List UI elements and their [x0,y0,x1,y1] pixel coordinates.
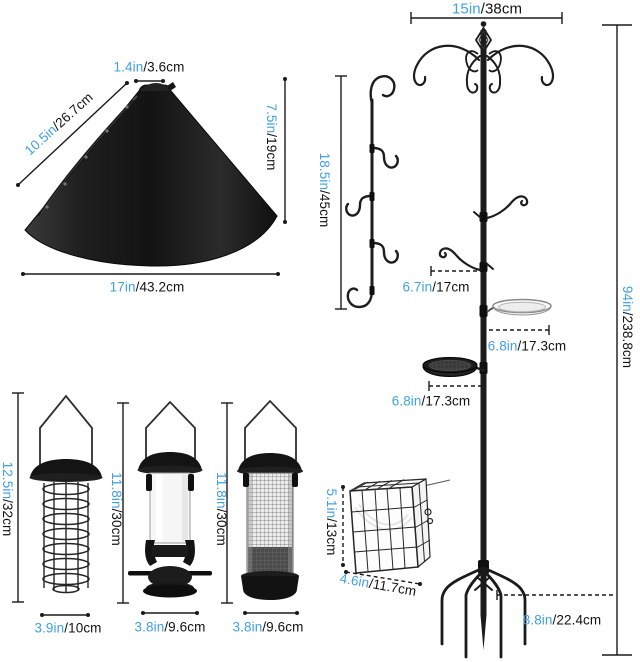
pole-top-width-label: 15in/38cm [452,2,522,17]
inch-value: 1.4in [113,59,144,75]
hook-strip-height-label: 18.5in/45cm [316,152,332,228]
cone-base-width-label: 17in/43.2cm [110,280,185,294]
cm-value: /17cm [432,279,470,295]
cm-value: /9.6cm [164,619,206,635]
cone-top-width-label: 1.4in/3.6cm [114,60,185,74]
feeder1-height-label: 12.5in/32cm [0,461,15,537]
pole-side-arms [438,195,529,272]
pole-height-label: 94in/238.8cm [619,285,635,369]
feeder2-width-label: 3.8in/9.6cm [135,620,206,634]
cm-value: /43.2cm [135,279,185,295]
cm-value: /30cm [213,508,229,546]
mesh-feeder-image [237,399,303,600]
feeder2-height-label: 11.8in/30cm [108,472,124,546]
cm-value: /238.8cm [619,311,635,369]
pole-tray2-label: 6.8in/17.3cm [392,394,471,408]
pole-finial [465,21,502,73]
cage-feeder-image [29,394,103,594]
pole-top-hooks [412,44,555,94]
cone-height-label: 7.5in/19cm [263,103,279,171]
cm-value: /22.4cm [552,612,602,628]
feeding-station-pole-image [412,21,555,659]
inch-value: 17in [109,279,136,295]
dimension-lines [12,12,632,656]
inch-value: 6.8in [487,338,518,354]
hanging-hook-strip-image [345,75,399,309]
inch-value: 5.1in [323,488,339,519]
cm-value: /30cm [108,508,124,546]
cm-value: /13cm [323,518,339,556]
feeder3-height-label: 11.8in/30cm [213,472,229,546]
inch-value: 94in [619,285,635,312]
inch-value: 6.7in [402,279,433,295]
cm-value: /17.3cm [421,393,471,409]
inch-value: 12.5in [0,461,15,500]
inch-value: 6.8in [391,393,422,409]
inch-value: 11.8in [108,472,124,509]
suet-cage-height-label: 5.1in/13cm [323,488,339,556]
tube-feeder-image [128,400,212,598]
inch-value: 7.5in [263,103,279,134]
cm-value: /45cm [316,190,332,228]
cm-value: /19cm [263,133,279,171]
suet-cage-image [349,477,451,574]
feeder3-width-label: 3.8in/9.6cm [233,620,304,634]
cm-value: /9.6cm [262,619,304,635]
feeder1-width-label: 3.9in/10cm [34,621,101,635]
ground-stake-prongs [440,566,527,659]
inch-value: 3.9in [34,620,65,636]
pole-ground-offset-label: 8.8in/22.4cm [523,613,602,627]
cm-value: /3.6cm [143,59,185,75]
cm-value: /32cm [0,499,15,537]
inch-value: 15in [451,0,481,18]
clear-tray [486,298,552,316]
cm-value: /17.3cm [517,338,567,354]
cone-baffle-image [24,82,278,267]
inch-value: 11.8in [213,472,229,509]
inch-value: 3.8in [232,619,263,635]
inch-value: 3.8in [134,619,165,635]
cm-value: /38cm [480,0,523,18]
cm-value: /10cm [64,620,102,636]
inch-value: 18.5in [316,152,332,191]
mesh-tray [422,357,486,377]
pole-arm-length-label: 6.7in/17cm [402,280,469,294]
pole-tray1-label: 6.8in/17.3cm [488,339,567,353]
inch-value: 8.8in [522,612,553,628]
